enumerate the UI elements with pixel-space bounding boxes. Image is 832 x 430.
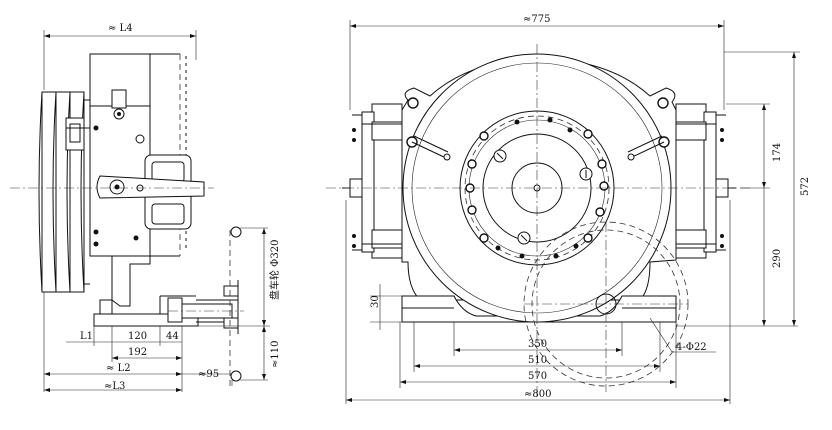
dim-l2-label: ≈ L2 — [106, 363, 131, 374]
dim-30: 30 — [370, 284, 402, 330]
rotor-bolts — [465, 117, 609, 259]
side-bottom-dimensions: L1 120 44 192 ≈ L2 ≈95 ≈L3 — [43, 292, 233, 392]
brake-bracket — [65, 117, 90, 151]
right-brake — [627, 103, 736, 259]
dim-572-label: 572 — [800, 177, 811, 196]
dim-110-label: ≈110 — [270, 341, 281, 368]
front-view: ≈775 — [326, 14, 811, 404]
bolt-holes-label: 4-Φ22 — [676, 342, 707, 353]
dim-290-label: 290 — [772, 249, 783, 268]
base-plate — [401, 295, 677, 323]
dim-44-label: 44 — [166, 331, 179, 342]
handwheel-shaft — [167, 226, 244, 386]
dim-350-label: 350 — [528, 339, 547, 350]
dim-800-label: ≈800 — [524, 389, 551, 400]
front-bottom-dimensions: 350 510 570 ≈800 — [345, 200, 731, 404]
dim-510-label: 510 — [528, 355, 547, 366]
handwheel-outline — [523, 221, 689, 392]
dimension-775: ≈775 — [349, 14, 725, 110]
side-view: ≈ L4 — [10, 23, 281, 392]
dim-30-label: 30 — [370, 295, 381, 308]
bolt-hole-callout: 4-Φ22 — [649, 317, 716, 353]
left-brake — [342, 103, 451, 259]
right-dimensions: 174 290 572 — [676, 51, 811, 327]
handwheel-label: 盘车轮 Φ320 — [268, 240, 281, 300]
dimension-l4: ≈ L4 — [43, 23, 197, 90]
dim-l3-label: ≈L3 — [104, 381, 125, 392]
handwheel-dimension: 盘车轮 Φ320 ≈110 — [182, 227, 281, 381]
brake-lever — [96, 154, 205, 230]
dim-l4-label: ≈ L4 — [108, 23, 133, 34]
dim-95-label: ≈95 — [198, 369, 219, 380]
dim-l1-label: L1 — [80, 331, 93, 342]
dim-775-label: ≈775 — [523, 14, 550, 25]
traction-sheave — [38, 91, 90, 293]
dim-174-label: 174 — [772, 143, 783, 162]
dim-192-label: 192 — [128, 347, 147, 358]
dim-120-label: 120 — [128, 331, 147, 342]
dim-570-label: 570 — [528, 371, 547, 382]
